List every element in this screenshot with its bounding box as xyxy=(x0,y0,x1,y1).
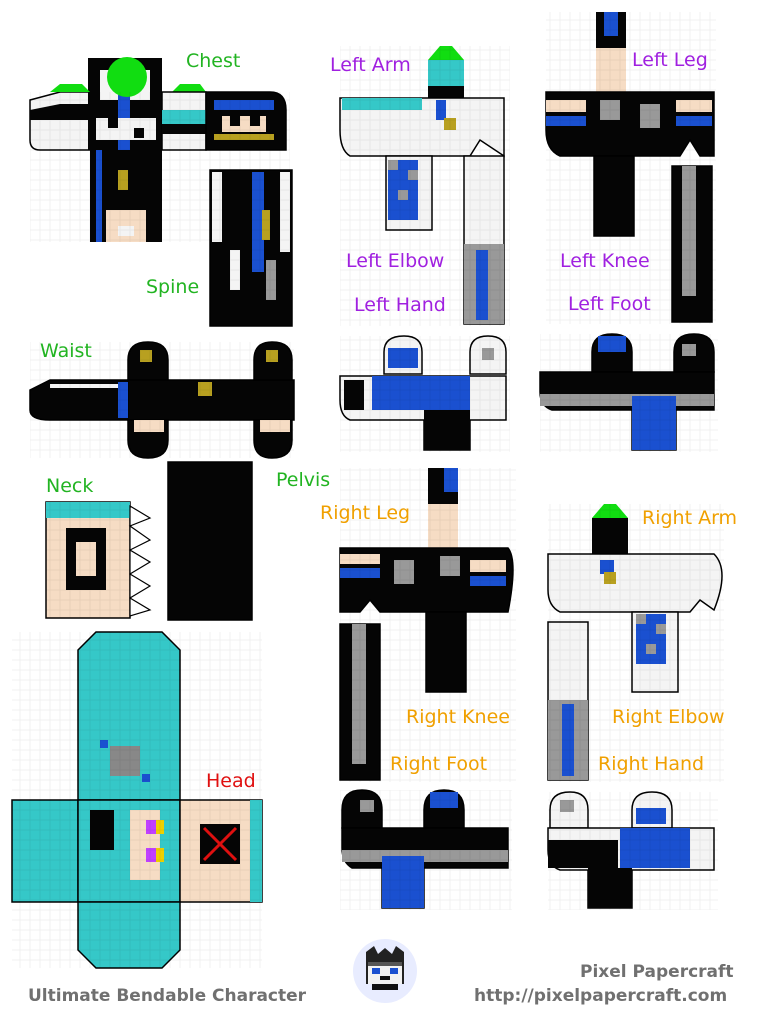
spine-piece xyxy=(209,169,293,327)
left-foot-label: Left Foot xyxy=(568,293,651,315)
footer-title: Ultimate Bendable Character xyxy=(28,986,307,1006)
chest-label: Chest xyxy=(186,50,241,72)
footer-brand: Pixel Papercraft xyxy=(580,962,734,982)
neck-piece xyxy=(45,501,152,619)
left-leg-piece xyxy=(545,12,716,324)
waist-piece xyxy=(29,341,295,459)
footer-url[interactable]: http://pixelpapercraft.com xyxy=(474,986,728,1006)
right-leg-label: Right Leg xyxy=(320,502,411,524)
neck-label: Neck xyxy=(46,475,94,497)
right-hand-piece xyxy=(547,791,718,910)
left-leg-label: Left Leg xyxy=(632,49,708,71)
left-arm-label: Left Arm xyxy=(330,54,411,76)
left-elbow-label: Left Elbow xyxy=(346,250,445,272)
left-knee-label: Left Knee xyxy=(560,250,650,272)
left-hand-label: Left Hand xyxy=(354,294,446,316)
right-hand-label: Right Hand xyxy=(598,753,705,775)
right-foot-piece xyxy=(340,789,512,910)
right-elbow-label: Right Elbow xyxy=(612,706,725,728)
head-label: Head xyxy=(206,770,256,792)
pixel-papercraft-logo-icon xyxy=(353,939,417,1003)
right-arm-piece xyxy=(547,504,724,782)
right-arm-label: Right Arm xyxy=(642,507,738,529)
right-knee-label: Right Knee xyxy=(406,706,510,728)
waist-label: Waist xyxy=(40,340,92,362)
left-foot-piece xyxy=(539,333,718,452)
right-foot-label: Right Foot xyxy=(390,753,488,775)
head-piece xyxy=(11,631,263,969)
left-arm-piece xyxy=(339,46,510,326)
pelvis-piece xyxy=(167,461,253,621)
spine-label: Spine xyxy=(146,276,200,298)
left-hand-piece xyxy=(339,335,510,452)
pelvis-label: Pelvis xyxy=(276,469,331,491)
right-leg-piece xyxy=(339,468,516,782)
